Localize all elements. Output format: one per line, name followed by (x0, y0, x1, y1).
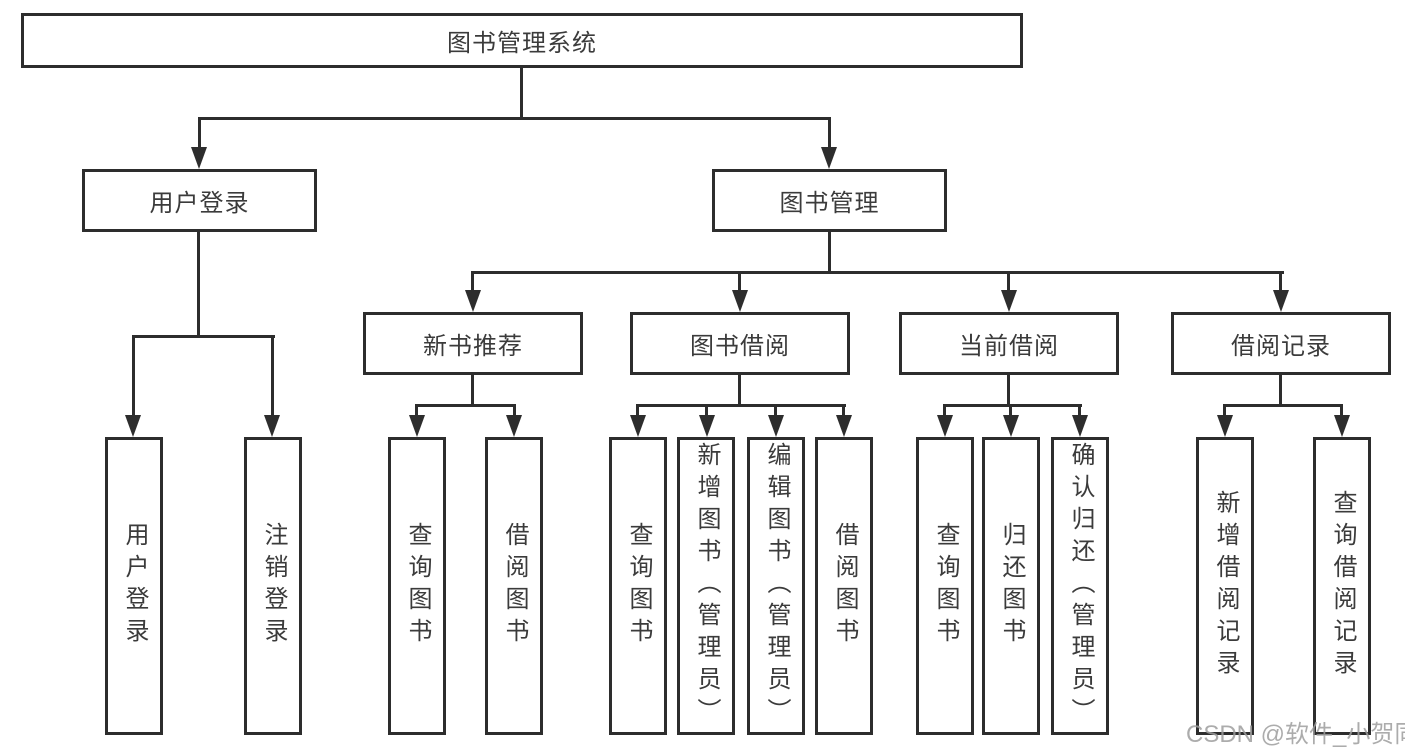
node-borrowing-records: 借阅记录 (1171, 312, 1391, 375)
connector-line (1223, 404, 1226, 417)
arrowhead-down-icon (821, 147, 837, 169)
arrowhead-down-icon (768, 415, 784, 437)
connector-line (471, 271, 1284, 274)
connector-line (1078, 404, 1081, 417)
arrowhead-down-icon (630, 415, 646, 437)
node-book-borrowing: 图书借阅 (630, 312, 850, 375)
node-current-borrowing: 当前借阅 (899, 312, 1119, 375)
connector-line (1007, 271, 1010, 294)
connector-line (828, 117, 831, 151)
arrowhead-down-icon (836, 415, 852, 437)
connector-line (471, 375, 474, 406)
connector-line (636, 404, 846, 407)
arrowhead-down-icon (1273, 290, 1289, 312)
connector-line (1279, 271, 1282, 294)
arrowhead-down-icon (1217, 415, 1233, 437)
arrowhead-down-icon (699, 415, 715, 437)
connector-line (774, 404, 777, 417)
connector-line (415, 404, 418, 417)
leaf-query-books-borrowing: 查询图书 (609, 437, 667, 735)
leaf-query-books-current: 查询图书 (916, 437, 974, 735)
arrowhead-down-icon (937, 415, 953, 437)
leaf-logout: 注销登录 (244, 437, 302, 735)
connector-line (842, 404, 845, 417)
connector-line (943, 404, 946, 417)
connector-line (943, 404, 1082, 407)
node-user-login-branch: 用户登录 (82, 169, 317, 232)
connector-line (1340, 404, 1343, 417)
connector-line (198, 117, 201, 151)
arrowhead-down-icon (506, 415, 522, 437)
node-new-book-recommendation: 新书推荐 (363, 312, 583, 375)
arrowhead-down-icon (409, 415, 425, 437)
connector-line (198, 117, 831, 120)
connector-line (1223, 404, 1343, 407)
arrowhead-down-icon (1072, 415, 1088, 437)
connector-line (513, 404, 516, 417)
arrowhead-down-icon (191, 147, 207, 169)
connector-line (828, 232, 831, 274)
leaf-query-borrow-record: 查询借阅记录 (1313, 437, 1371, 735)
connector-line (1007, 375, 1010, 406)
connector-line (415, 404, 516, 407)
leaf-borrow-books: 借阅图书 (815, 437, 873, 735)
arrowhead-down-icon (1003, 415, 1019, 437)
connector-line (197, 232, 200, 338)
arrowhead-down-icon (465, 290, 481, 312)
leaf-confirm-return-admin: 确认归还（管理员） (1051, 437, 1109, 735)
node-book-management-branch: 图书管理 (712, 169, 947, 232)
arrowhead-down-icon (1334, 415, 1350, 437)
connector-line (1279, 375, 1282, 406)
connector-line (520, 67, 523, 119)
connector-line (705, 404, 708, 417)
connector-line (738, 271, 741, 294)
arrowhead-down-icon (1001, 290, 1017, 312)
leaf-query-books-recommend: 查询图书 (388, 437, 446, 735)
connector-line (636, 404, 639, 417)
leaf-add-borrow-record: 新增借阅记录 (1196, 437, 1254, 735)
connector-line (1009, 404, 1012, 417)
arrowhead-down-icon (264, 415, 280, 437)
connector-line (471, 271, 474, 294)
leaf-user-login: 用户登录 (105, 437, 163, 735)
arrowhead-down-icon (732, 290, 748, 312)
connector-line (738, 375, 741, 406)
csdn-watermark: CSDN @软件_小贺同学 (1186, 721, 1405, 747)
leaf-borrow-books-recommend: 借阅图书 (485, 437, 543, 735)
leaf-return-book: 归还图书 (982, 437, 1040, 735)
connector-line (132, 335, 135, 415)
arrowhead-down-icon (125, 415, 141, 437)
node-library-management-system: 图书管理系统 (21, 13, 1023, 68)
connector-line (271, 335, 274, 415)
leaf-edit-book-admin: 编辑图书（管理员） (747, 437, 805, 735)
connector-line (132, 335, 275, 338)
leaf-add-book-admin: 新增图书（管理员） (677, 437, 735, 735)
